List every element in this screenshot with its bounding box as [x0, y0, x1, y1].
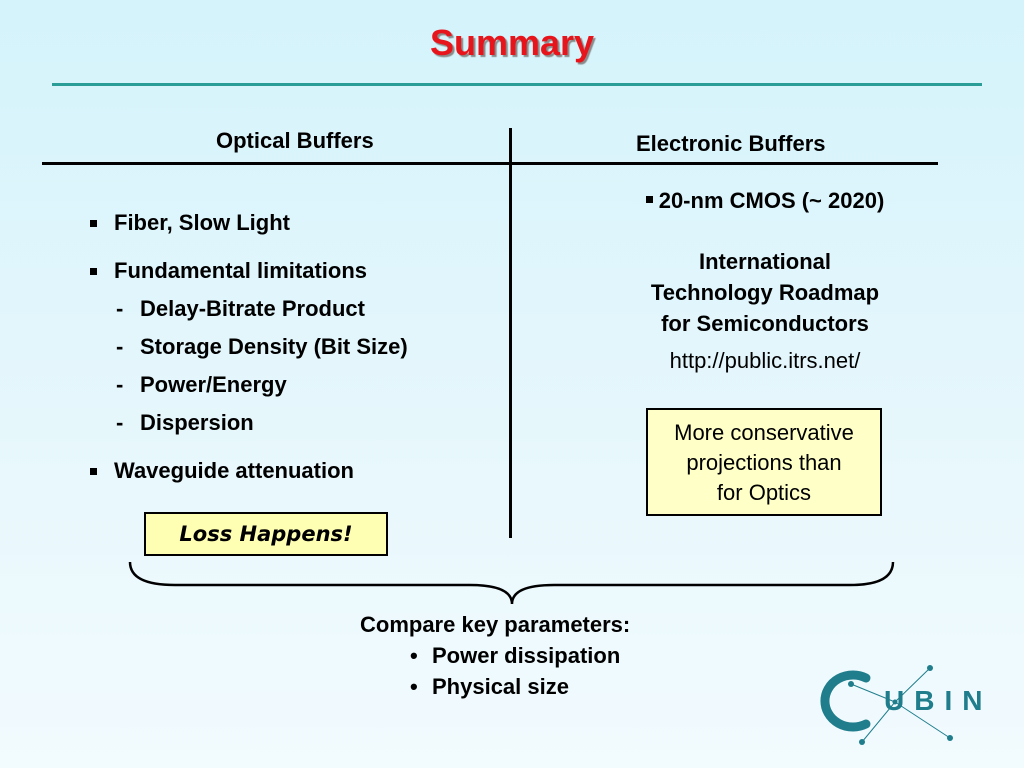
slide-title: Summary — [429, 22, 595, 63]
sub-list-item: -Dispersion — [116, 410, 254, 435]
itrs-url: http://public.itrs.net/ — [669, 348, 861, 373]
title-divider — [52, 83, 982, 86]
svg-text:UBIN: UBIN — [884, 685, 992, 716]
square-bullet-icon — [645, 195, 653, 203]
loss-happens-callout: Loss Happens! — [144, 512, 388, 556]
sub-list-item: -Delay-Bitrate Product — [116, 296, 365, 321]
conservative-projections-callout: More conservative projections than for O… — [646, 408, 882, 516]
square-bullet-icon — [90, 220, 97, 227]
square-bullet-icon — [90, 268, 97, 275]
bullet-icon: • — [410, 643, 418, 668]
compare-heading: Compare key parameters: — [360, 612, 631, 637]
optical-buffers-heading: Optical Buffers — [216, 128, 374, 153]
cmos-bullet: 20-nm CMOS (~ 2020) — [560, 188, 970, 214]
bullet-icon: • — [410, 674, 418, 699]
table-header-rule — [42, 162, 938, 165]
sub-list-item: -Power/Energy — [116, 372, 287, 397]
optical-bullet-list: Fiber, Slow Light Fundamental limitation… — [88, 208, 488, 486]
list-item: •Power dissipation — [410, 643, 621, 668]
list-item: Waveguide attenuation — [88, 456, 488, 486]
list-item: Fundamental limitations — [88, 256, 488, 286]
list-item: •Physical size — [410, 674, 569, 699]
column-divider — [509, 128, 512, 538]
sub-list-item: -Storage Density (Bit Size) — [116, 334, 408, 359]
square-bullet-icon — [90, 468, 97, 475]
cubin-logo: UBIN — [820, 665, 992, 745]
itrs-text: International Technology Roadmap for Sem… — [650, 249, 880, 336]
list-item: Fiber, Slow Light — [88, 208, 488, 238]
electronic-buffers-heading: Electronic Buffers — [636, 131, 826, 156]
